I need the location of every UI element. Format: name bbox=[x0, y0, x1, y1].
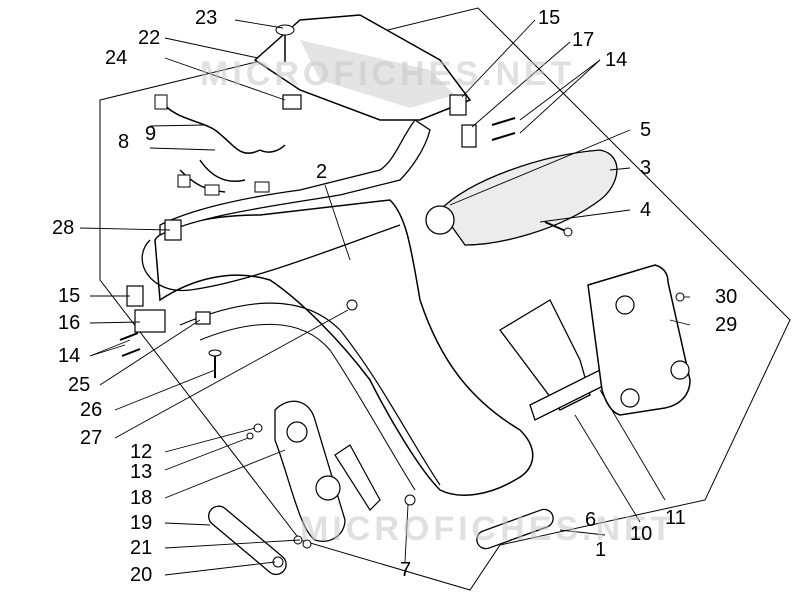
nut-21b bbox=[302, 539, 312, 549]
screw-26 bbox=[208, 349, 222, 378]
callout-17: 17 bbox=[572, 29, 595, 51]
washer-12 bbox=[253, 423, 263, 433]
wiring-harness bbox=[159, 99, 286, 193]
callout-7: 7 bbox=[400, 559, 412, 581]
mudguard-rib bbox=[199, 323, 416, 491]
clip-17 bbox=[461, 124, 477, 148]
callout-6: 6 bbox=[585, 509, 597, 531]
callout-12: 12 bbox=[130, 441, 153, 463]
rear-frame-loop bbox=[141, 224, 401, 292]
callout-27: 27 bbox=[80, 427, 103, 449]
callout-24: 24 bbox=[105, 47, 128, 69]
callout-14-top: 14 bbox=[605, 49, 628, 71]
mudguard-rib bbox=[179, 302, 441, 486]
bracket-hole bbox=[286, 421, 308, 443]
pin-14-left bbox=[119, 332, 141, 357]
callout-8: 8 bbox=[118, 131, 130, 153]
callout-9: 9 bbox=[145, 123, 157, 145]
pin-14-top bbox=[491, 117, 516, 141]
callout-14-left: 14 bbox=[58, 345, 81, 367]
callout-3: 3 bbox=[640, 157, 652, 179]
holder-hole bbox=[615, 295, 635, 315]
connector bbox=[154, 94, 168, 110]
callout-16: 16 bbox=[58, 312, 81, 334]
diagram-frame bbox=[99, 7, 791, 591]
nut-13 bbox=[246, 432, 254, 440]
callout-28: 28 bbox=[52, 217, 75, 239]
callout-22: 22 bbox=[138, 27, 161, 49]
bracket-hole bbox=[315, 475, 341, 501]
rear-reflector bbox=[476, 508, 554, 550]
callout-11: 11 bbox=[665, 507, 686, 529]
bolt-27 bbox=[346, 299, 358, 311]
callout-1: 1 bbox=[595, 539, 607, 561]
side-reflector bbox=[208, 505, 287, 576]
clip-15-top bbox=[449, 94, 467, 116]
top-cover-shading bbox=[300, 40, 455, 108]
holder-hole bbox=[670, 360, 690, 380]
clip-25 bbox=[195, 311, 211, 325]
callout-29: 29 bbox=[715, 314, 738, 336]
callout-20: 20 bbox=[130, 564, 153, 586]
holder-hole bbox=[620, 388, 640, 408]
clip-24 bbox=[282, 94, 302, 110]
watermark: MICROFICHES.NET bbox=[200, 55, 576, 93]
callout-2: 2 bbox=[316, 161, 328, 183]
connector bbox=[177, 174, 191, 188]
callout-19: 19 bbox=[130, 512, 153, 534]
watermark: MICROFICHES.NET bbox=[300, 510, 676, 548]
callout-21: 21 bbox=[130, 537, 153, 559]
callout-15-left: 15 bbox=[58, 285, 81, 307]
rear-frame-bar bbox=[159, 119, 431, 237]
callout-5: 5 bbox=[640, 119, 652, 141]
callout-10: 10 bbox=[630, 523, 653, 545]
callout-25: 25 bbox=[68, 374, 91, 396]
callout-13: 13 bbox=[130, 461, 153, 483]
tail-light-lens bbox=[439, 149, 618, 246]
nut-30 bbox=[675, 292, 685, 302]
leader-lines bbox=[79, 19, 691, 576]
rear-mudguard bbox=[154, 199, 534, 496]
callout-4: 4 bbox=[640, 199, 652, 221]
bulb bbox=[425, 205, 455, 235]
callout-30: 30 bbox=[715, 286, 738, 308]
callout-23: 23 bbox=[195, 7, 218, 29]
callout-15-top: 15 bbox=[538, 7, 561, 29]
connector bbox=[254, 181, 270, 193]
callout-18: 18 bbox=[130, 487, 153, 509]
reflector-arm bbox=[334, 444, 381, 511]
nut-7 bbox=[404, 494, 416, 506]
callout-26: 26 bbox=[80, 399, 103, 421]
license-plate-holder bbox=[587, 264, 691, 416]
screw-4 bbox=[544, 221, 573, 237]
connector bbox=[204, 184, 220, 196]
bracket-16 bbox=[134, 309, 166, 333]
